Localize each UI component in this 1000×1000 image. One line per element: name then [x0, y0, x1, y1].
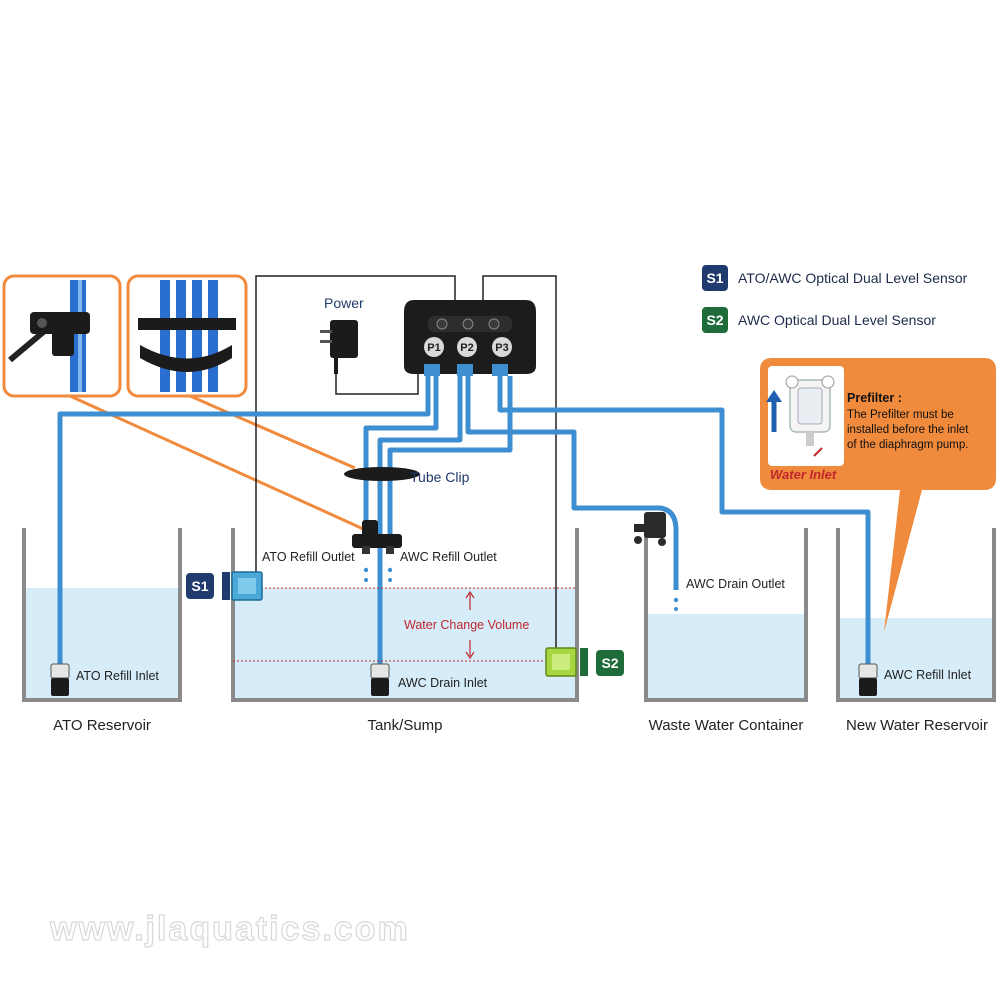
ato-reservoir-label: ATO Reservoir [53, 717, 151, 734]
tube-clip [344, 467, 420, 481]
awc-refill-inlet-label: AWC Refill Inlet [884, 668, 972, 682]
s1-level-sensor [222, 571, 263, 601]
tube-holder-inset [2, 274, 122, 398]
s2-badge [596, 650, 624, 676]
water-drops [363, 567, 679, 611]
tank-water [233, 588, 577, 700]
awc-refill-outlet-label: AWC Refill Outlet [400, 550, 497, 564]
awc-refill-outlet-tube [387, 376, 513, 550]
inset-pointer-line [189, 394, 356, 470]
s1-sensor-wire [255, 275, 456, 574]
awc-refill-inlet-strainer [858, 663, 878, 696]
ato-reservoir-container [22, 528, 182, 702]
prefilter-line1: The Prefilter must be [847, 409, 954, 421]
awc-drain-inlet-label: AWC Drain Inlet [398, 676, 488, 690]
legend-s2-badge [702, 307, 728, 333]
s2-level-sensor [545, 647, 588, 677]
prefilter-water-inlet-label: Water Inlet [770, 467, 837, 482]
waste-water [646, 614, 806, 700]
waste-water-container [644, 528, 808, 702]
pump-p3-label: P3 [495, 342, 508, 354]
water-change-volume-label: Water Change Volume [404, 618, 529, 632]
awc-drain-outlet-label: AWC Drain Outlet [686, 577, 785, 591]
ato-refill-inlet-label: ATO Refill Inlet [76, 669, 159, 683]
dosing-controller [404, 300, 536, 376]
s1-badge [186, 573, 214, 599]
legend-s1-badge-label: S1 [706, 270, 723, 286]
ato-refill-inlet-strainer [50, 663, 70, 696]
legend-s2-text: AWC Optical Dual Level Sensor [738, 312, 936, 328]
inset-pointer-line [69, 394, 371, 534]
outlet-holder [352, 520, 402, 554]
ato-reservoir-water [24, 588, 180, 700]
ato-refill-outlet-label: ATO Refill Outlet [262, 550, 355, 564]
new-water-reservoir-label: New Water Reservoir [846, 717, 988, 734]
tube-clip-label: Tube Clip [410, 469, 470, 485]
pump-p1-label: P1 [427, 342, 440, 354]
ato-inlet-tube [57, 376, 431, 672]
s2-badge-label: S2 [601, 655, 618, 671]
awc-drain-outlet-tube [465, 376, 679, 590]
new-water-reservoir-container [836, 528, 996, 702]
tank-sump-label: Tank/Sump [367, 717, 442, 734]
water-change-volume-markers [233, 587, 577, 662]
s1-badge-label: S1 [191, 578, 208, 594]
power-adapter-icon [320, 320, 358, 374]
legend-s2-badge-label: S2 [706, 312, 723, 328]
s2-sensor-wire [482, 275, 557, 650]
prefilter-line3: of the diaphragm pump. [847, 439, 968, 451]
pump-p2-label: P2 [460, 342, 473, 354]
prefilter-title: Prefilter : [847, 391, 902, 405]
power-label: Power [324, 295, 364, 311]
prefilter-callout [760, 358, 996, 632]
drain-outlet-clamp [634, 512, 666, 546]
power-cable [335, 372, 419, 395]
prefilter-line2: installed before the inlet [847, 424, 969, 436]
awc-drain-inlet-strainer [370, 663, 390, 696]
awc-refill-inlet-tube [497, 376, 871, 666]
watermark: www.jlaquatics.com [49, 910, 410, 948]
waste-water-container-label: Waste Water Container [649, 717, 804, 734]
ato-outlet-tube [363, 376, 439, 550]
tube-clip-inset [126, 274, 248, 398]
legend-s1-text: ATO/AWC Optical Dual Level Sensor [738, 270, 968, 286]
awc-drain-tube [377, 376, 463, 666]
legend-s1-badge [702, 265, 728, 291]
tank-sump-container [231, 528, 579, 702]
